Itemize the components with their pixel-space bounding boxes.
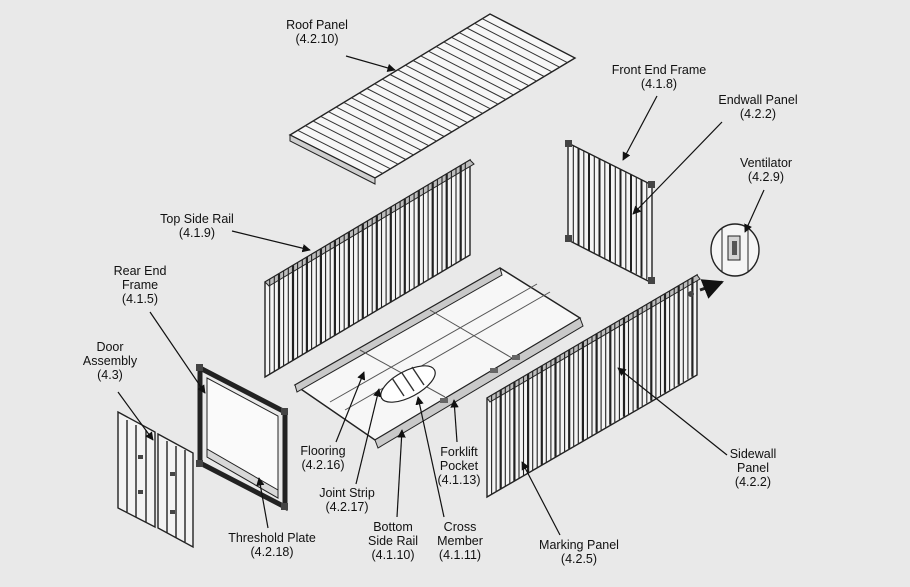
- label-joint-strip: Joint Strip (4.2.17): [319, 486, 375, 514]
- label-ventilator: Ventilator (4.2.9): [739, 156, 793, 184]
- right-sidewall-part: [486, 273, 701, 499]
- label-door-assembly: Door Assembly (4.3): [82, 340, 138, 382]
- label-sidewall-panel: Sidewall Panel (4.2.2): [729, 447, 777, 489]
- label-forklift-pocket: Forklift Pocket (4.1.13): [437, 445, 481, 487]
- ventilator-detail: [699, 223, 760, 299]
- left-sidewall-part: [264, 158, 475, 379]
- door-assembly-part: [117, 410, 194, 549]
- label-endwall-panel: Endwall Panel (4.2.2): [718, 93, 798, 121]
- label-flooring: Flooring (4.2.16): [300, 444, 346, 472]
- label-roof-panel: Roof Panel (4.2.10): [286, 18, 348, 46]
- label-threshold-plate: Threshold Plate (4.2.18): [228, 531, 316, 559]
- rear-end-frame-part: [196, 363, 288, 512]
- front-end-frame-part: [565, 140, 655, 285]
- label-bottom-side-rail: Bottom Side Rail (4.1.10): [367, 520, 419, 562]
- label-front-end-frame: Front End Frame (4.1.8): [611, 63, 707, 91]
- label-marking-panel: Marking Panel (4.2.5): [539, 538, 619, 566]
- label-rear-end-frame: Rear End Frame (4.1.5): [113, 264, 167, 306]
- leader-lines: [117, 55, 765, 536]
- roof-panel-part: [288, 13, 577, 185]
- floor-assembly-part: [293, 267, 584, 449]
- label-top-side-rail: Top Side Rail (4.1.9): [160, 212, 234, 240]
- label-cross-member: Cross Member (4.1.11): [437, 520, 483, 562]
